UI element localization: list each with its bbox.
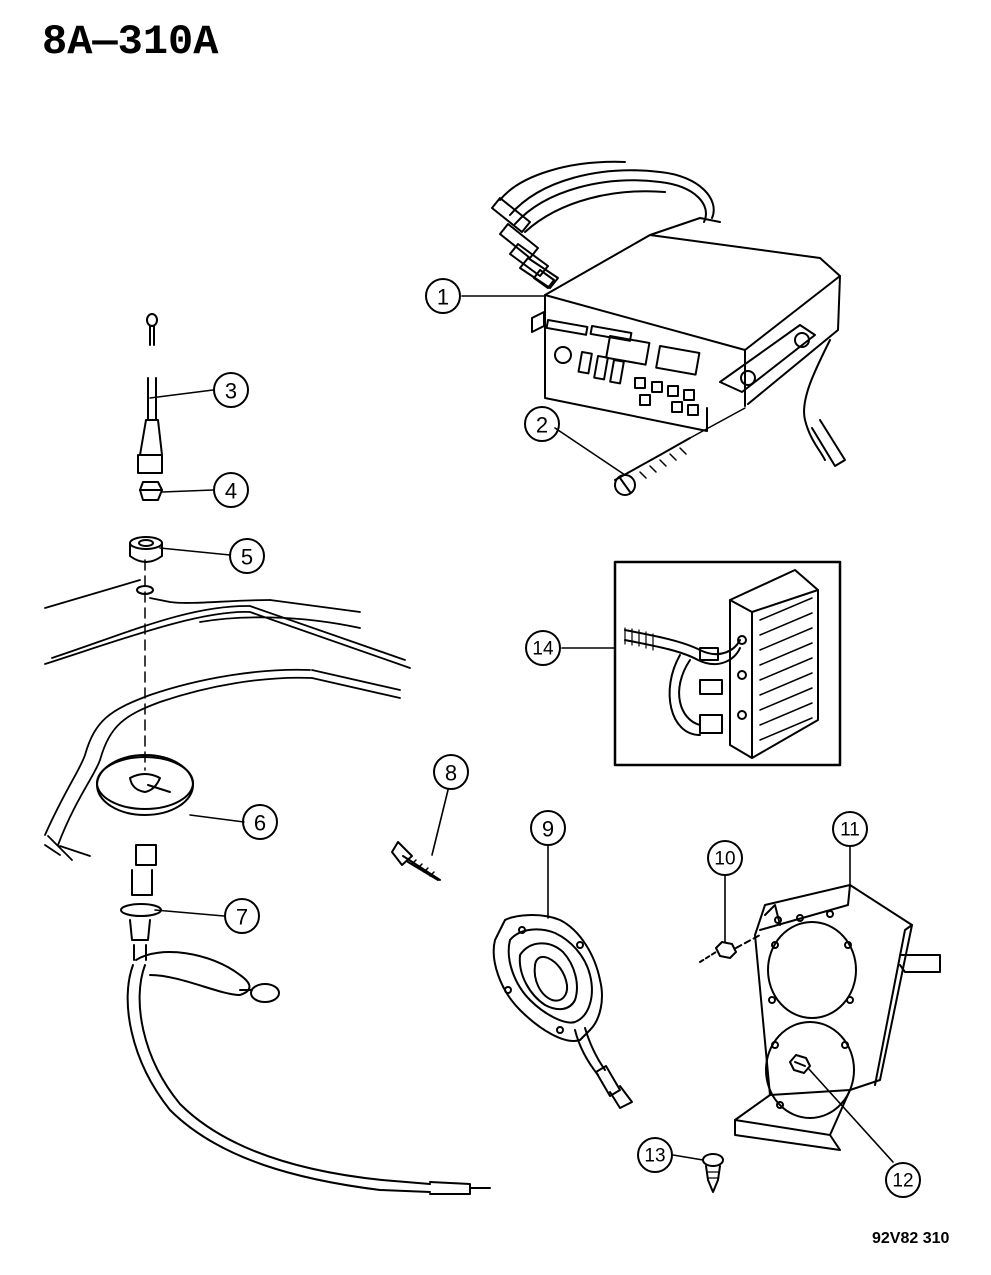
callout-circles — [213, 278, 921, 1198]
antenna-drawing — [96, 313, 491, 1195]
callout-7-label: 7 — [236, 905, 248, 930]
callout-12-label: 12 — [892, 1171, 913, 1192]
amplifier-inset — [613, 560, 842, 767]
figure-code: 92V82 310 — [872, 1230, 950, 1247]
nut-12-drawing — [789, 1054, 811, 1074]
callout-1-circle — [425, 278, 461, 314]
callout-12-circle — [885, 1162, 921, 1198]
callout-14-label: 14 — [532, 639, 554, 660]
callout-10-circle — [707, 840, 743, 876]
nut-10-drawing — [699, 934, 761, 963]
callout-2-circle — [524, 406, 560, 442]
leader-lines — [149, 295, 894, 1163]
callout-4-label: 4 — [225, 479, 237, 504]
callout-11-label: 11 — [840, 820, 860, 841]
callout-7-circle — [224, 898, 260, 934]
radio-unit-drawing — [491, 160, 846, 467]
speaker-drawing — [492, 914, 633, 1109]
callout-2-label: 2 — [536, 413, 548, 438]
callout-8-label: 8 — [445, 761, 457, 786]
page-title: 8A—310A — [42, 18, 219, 66]
screw-13-drawing — [702, 1153, 724, 1193]
callout-8-circle — [433, 754, 469, 790]
callout-11-circle — [832, 811, 868, 847]
callout-6-circle — [242, 804, 278, 840]
callout-10-label: 10 — [714, 849, 735, 870]
callout-9-circle — [530, 810, 566, 846]
callout-4-circle — [213, 472, 249, 508]
callout-3-circle — [213, 372, 249, 408]
callout-13-circle — [637, 1137, 673, 1173]
callout-5-label: 5 — [241, 545, 253, 570]
callout-5-circle — [229, 538, 265, 574]
callout-6-label: 6 — [254, 811, 266, 836]
callout-labels: 1 2 3 4 5 6 7 8 9 10 11 12 13 14 — [225, 285, 914, 1192]
speaker-enclosure-drawing — [734, 884, 941, 1151]
callout-9-label: 9 — [542, 817, 554, 842]
callout-3-label: 3 — [225, 379, 237, 404]
callout-1-label: 1 — [437, 285, 449, 310]
radio-screw-drawing — [614, 407, 746, 496]
screw-8-drawing — [391, 841, 441, 881]
fender-outline — [44, 579, 411, 861]
callout-13-label: 13 — [644, 1146, 665, 1167]
callout-14-circle — [525, 630, 561, 666]
